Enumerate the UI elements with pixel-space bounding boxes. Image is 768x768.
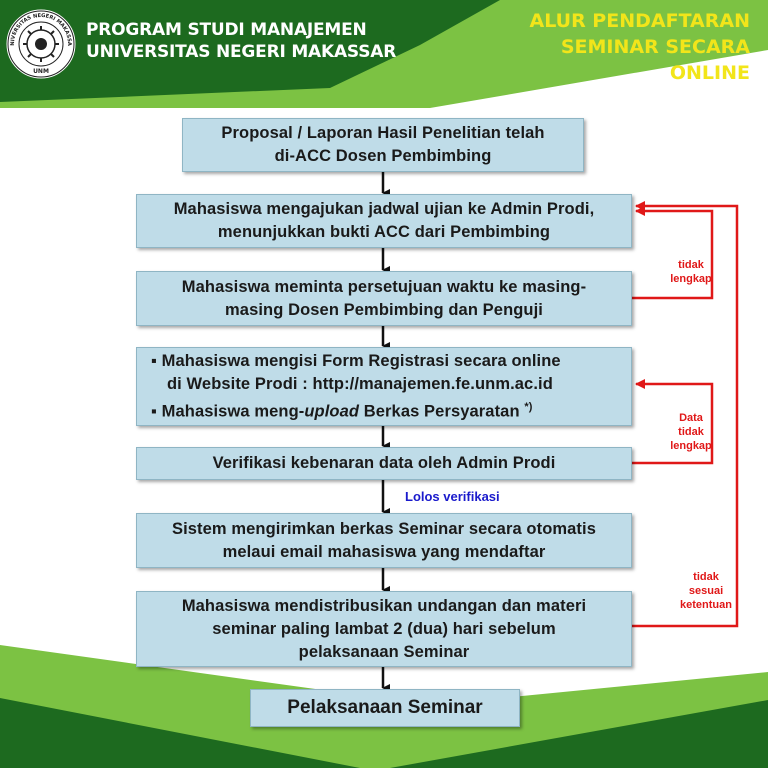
label-line: ketentuan bbox=[680, 599, 732, 611]
page-title: ALUR PENDAFTARAN SEMINAR SECARA ONLINE bbox=[510, 8, 751, 86]
feedback-arrow-tidak-lengkap bbox=[632, 206, 714, 300]
step-text: Verifikasi kebenaran data oleh Admin Pro… bbox=[212, 454, 556, 472]
bullet-italic-text: upload bbox=[304, 402, 360, 421]
step-text: seminar paling lambat 2 (dua) hari sebel… bbox=[212, 619, 556, 638]
bullet-item: ▪ Mahasiswa mengisi Form Registrasi seca… bbox=[151, 350, 561, 373]
step-7-box: Mahasiswa mendistribusikan undangan dan … bbox=[136, 591, 632, 667]
step-text: pelaksanaan Seminar bbox=[298, 642, 470, 661]
label-line: tidak bbox=[678, 259, 704, 271]
label-tidak-sesuai-ketentuan: tidak sesuai ketentuan bbox=[678, 570, 734, 612]
feedback-arrow-data-tidak-lengkap bbox=[632, 379, 714, 465]
header-dark-green-band bbox=[0, 0, 500, 102]
title-line: ONLINE bbox=[669, 62, 750, 84]
step-text: di-ACC Dosen Pembimbing bbox=[274, 147, 492, 165]
label-line: sesuai bbox=[688, 585, 724, 597]
bullet-text: Berkas Persyaratan bbox=[359, 402, 525, 421]
label-data-tidak-lengkap: Data tidak lengkap bbox=[666, 411, 716, 453]
step-text: Mahasiswa meminta persetujuan waktu ke m… bbox=[181, 277, 587, 296]
bullet-text: Mahasiswa meng- bbox=[161, 402, 305, 421]
step-text: melaui email mahasiswa yang mendaftar bbox=[222, 542, 546, 561]
bullet-marker: ▪ bbox=[151, 351, 157, 370]
footer-dark-green-left bbox=[0, 698, 360, 768]
final-step-text: Pelaksanaan Seminar bbox=[287, 697, 483, 718]
label-line: tidak bbox=[678, 426, 704, 438]
step-2-box: Mahasiswa mengajukan jadwal ujian ke Adm… bbox=[136, 194, 632, 248]
step-text: Mahasiswa mengajukan jadwal ujian ke Adm… bbox=[173, 200, 595, 218]
label-line: tidak bbox=[693, 571, 719, 583]
university-name-line2: UNIVERSITAS NEGERI MAKASSAR bbox=[86, 42, 397, 62]
step-text: masing Dosen Pembimbing dan Penguji bbox=[225, 300, 543, 319]
step-6-box: Sistem mengirimkan berkas Seminar secara… bbox=[136, 513, 632, 568]
label-line: lengkap bbox=[670, 440, 712, 452]
bullet-text: Mahasiswa mengisi Form Registrasi secara… bbox=[161, 351, 561, 370]
label-tidak-lengkap: tidak lengkap bbox=[666, 258, 716, 286]
feedback-arrow-tidak-sesuai bbox=[632, 201, 739, 628]
footnote-marker: *) bbox=[524, 400, 533, 413]
step-3-box: Mahasiswa meminta persetujuan waktu ke m… bbox=[136, 271, 632, 326]
step-text: Sistem mengirimkan berkas Seminar secara… bbox=[171, 519, 596, 538]
step-1-box: Proposal / Laporan Hasil Penelitian tela… bbox=[182, 118, 584, 172]
website-url-text: di Website Prodi : http://manajemen.fe.u… bbox=[167, 374, 553, 393]
logo-bottom-text: UNM bbox=[33, 68, 49, 75]
program-name-line1: PROGRAM STUDI MANAJEMEN bbox=[86, 20, 367, 40]
label-line: Data bbox=[679, 412, 703, 424]
final-step-box: Pelaksanaan Seminar bbox=[250, 689, 520, 727]
bullet-continuation: di Website Prodi : http://manajemen.fe.u… bbox=[151, 373, 553, 396]
bullet-marker: ▪ bbox=[151, 402, 157, 421]
step-text: Proposal / Laporan Hasil Penelitian tela… bbox=[221, 124, 545, 142]
lolos-verifikasi-label: Lolos verifikasi bbox=[405, 489, 500, 504]
title-line: ALUR PENDAFTARAN bbox=[529, 10, 751, 32]
title-line: SEMINAR SECARA bbox=[560, 36, 750, 58]
step-text: Mahasiswa mendistribusikan undangan dan … bbox=[181, 596, 587, 615]
label-line: lengkap bbox=[670, 273, 712, 285]
step-4-box: ▪ Mahasiswa mengisi Form Registrasi seca… bbox=[136, 347, 632, 426]
footer-dark-green-right bbox=[390, 700, 768, 768]
step-5-box: Verifikasi kebenaran data oleh Admin Pro… bbox=[136, 447, 632, 480]
bullet-item: ▪ Mahasiswa meng-upload Berkas Persyarat… bbox=[151, 396, 532, 424]
step-text: menunjukkan bukti ACC dari Pembimbing bbox=[217, 223, 551, 241]
